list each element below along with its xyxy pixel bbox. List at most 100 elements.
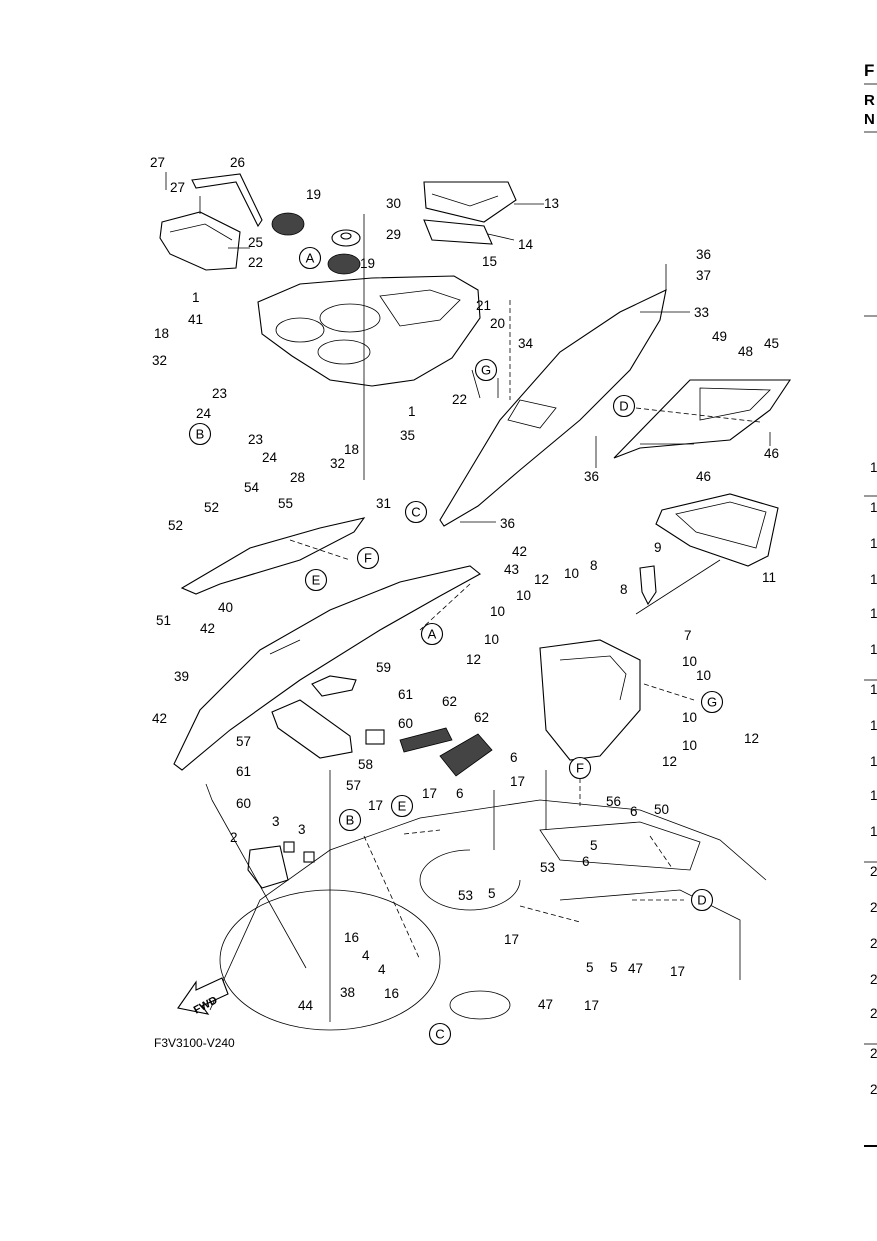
callout: 48 [738,344,753,359]
dashed-guide-lines [289,300,761,961]
reference-letters: A B G D C F E A G F B E D C [188,246,724,1046]
callout: 4 [378,962,386,977]
edge-number: 2 [870,972,877,987]
callout: 5 [488,886,496,901]
callout: 60 [398,716,413,731]
callout: 24 [196,406,212,421]
callout: 46 [764,446,779,461]
callout: 45 [764,336,779,351]
part-26-handle [159,173,263,271]
svg-text:B: B [196,427,205,442]
callout: 42 [512,544,527,559]
callout: 57 [346,778,361,793]
svg-text:B: B [346,813,355,828]
ref-circle-b-top: B [188,422,212,446]
callout: 54 [244,480,260,495]
callout: 37 [696,268,711,283]
callout: 47 [538,997,553,1012]
ref-circle-g-mid: G [700,690,724,714]
callout: 9 [654,540,662,555]
edge-number: 1 [870,572,877,587]
callout: 13 [544,196,559,211]
part-29-cap [331,229,361,247]
callout-numbers: 1 1 2 3 3 4 4 5 5 5 5 6 6 6 6 7 8 8 9 10… [150,155,779,1013]
callout: 14 [518,237,534,252]
callout: 34 [518,336,534,351]
edge-number: 1 [870,754,877,769]
callout: 8 [590,558,598,573]
part-62-pad-large [439,733,493,777]
callout: 17 [510,774,525,789]
callout: 10 [490,604,505,619]
callout: 52 [204,500,219,515]
part-60-clip [365,729,385,745]
callout: 18 [154,326,169,341]
part-19-disc-top [271,212,305,236]
callout: 56 [606,794,621,809]
callout: 52 [168,518,183,533]
callout: 43 [504,562,519,577]
part-7-bracket [539,639,641,761]
callout: 47 [628,961,643,976]
callout: 6 [510,750,518,765]
ref-circle-f-mid: F [356,546,380,570]
callout: 42 [200,621,215,636]
callout: 1 [192,290,200,305]
edge-number: 2 [870,864,877,879]
part-62-pad-small [399,727,453,753]
edge-number: 2 [870,1006,877,1021]
callout: 61 [236,764,251,779]
part-15-seat-body [257,275,481,387]
part-11-mat [655,493,779,567]
callout: 29 [386,227,401,242]
part-drawings [159,172,792,1031]
callout: 17 [670,964,685,979]
callout: 10 [516,588,531,603]
callout: 39 [174,669,189,684]
callout: 5 [586,960,594,975]
edge-number: 1 [870,682,877,697]
callout: 20 [490,316,505,331]
part-2-box [247,841,315,889]
ref-circle-c-top: C [404,500,428,524]
callout: 24 [262,450,278,465]
callout: 10 [682,738,697,753]
figure-code: F3V3100-V240 [154,1036,235,1050]
callout: 6 [456,786,464,801]
callout: 4 [362,948,370,963]
svg-text:G: G [707,695,717,710]
callout: 19 [360,256,375,271]
part-19-disc-bottom [327,253,361,275]
callout: 15 [482,254,497,269]
edge-number: 1 [870,718,877,733]
callout: 49 [712,329,727,344]
callout: 10 [564,566,579,581]
edge-number: 1 [870,788,877,803]
svg-text:A: A [306,251,315,266]
svg-text:F: F [364,551,372,566]
callout: 41 [188,312,203,327]
callout: 46 [696,469,711,484]
svg-text:F: F [576,761,584,776]
callout: 30 [386,196,401,211]
callout: 32 [152,353,167,368]
callout: 12 [534,572,549,587]
edge-number: 1 [870,500,877,515]
callout: 38 [340,985,355,1000]
callout: 25 [248,235,263,250]
svg-text:E: E [398,799,407,814]
callout: 6 [630,804,638,819]
callout: 33 [694,305,709,320]
callout: 60 [236,796,251,811]
edge-number: 1 [870,460,877,475]
ref-circle-a-top: A [298,246,322,270]
callout: 21 [476,298,491,313]
callout: 53 [540,860,555,875]
part-51-side-trim [180,517,366,595]
edge-number: 1 [870,642,877,657]
callout: 1 [408,404,416,419]
edge-letter: N [864,111,875,128]
callout: 18 [344,442,359,457]
callout: 31 [376,496,391,511]
